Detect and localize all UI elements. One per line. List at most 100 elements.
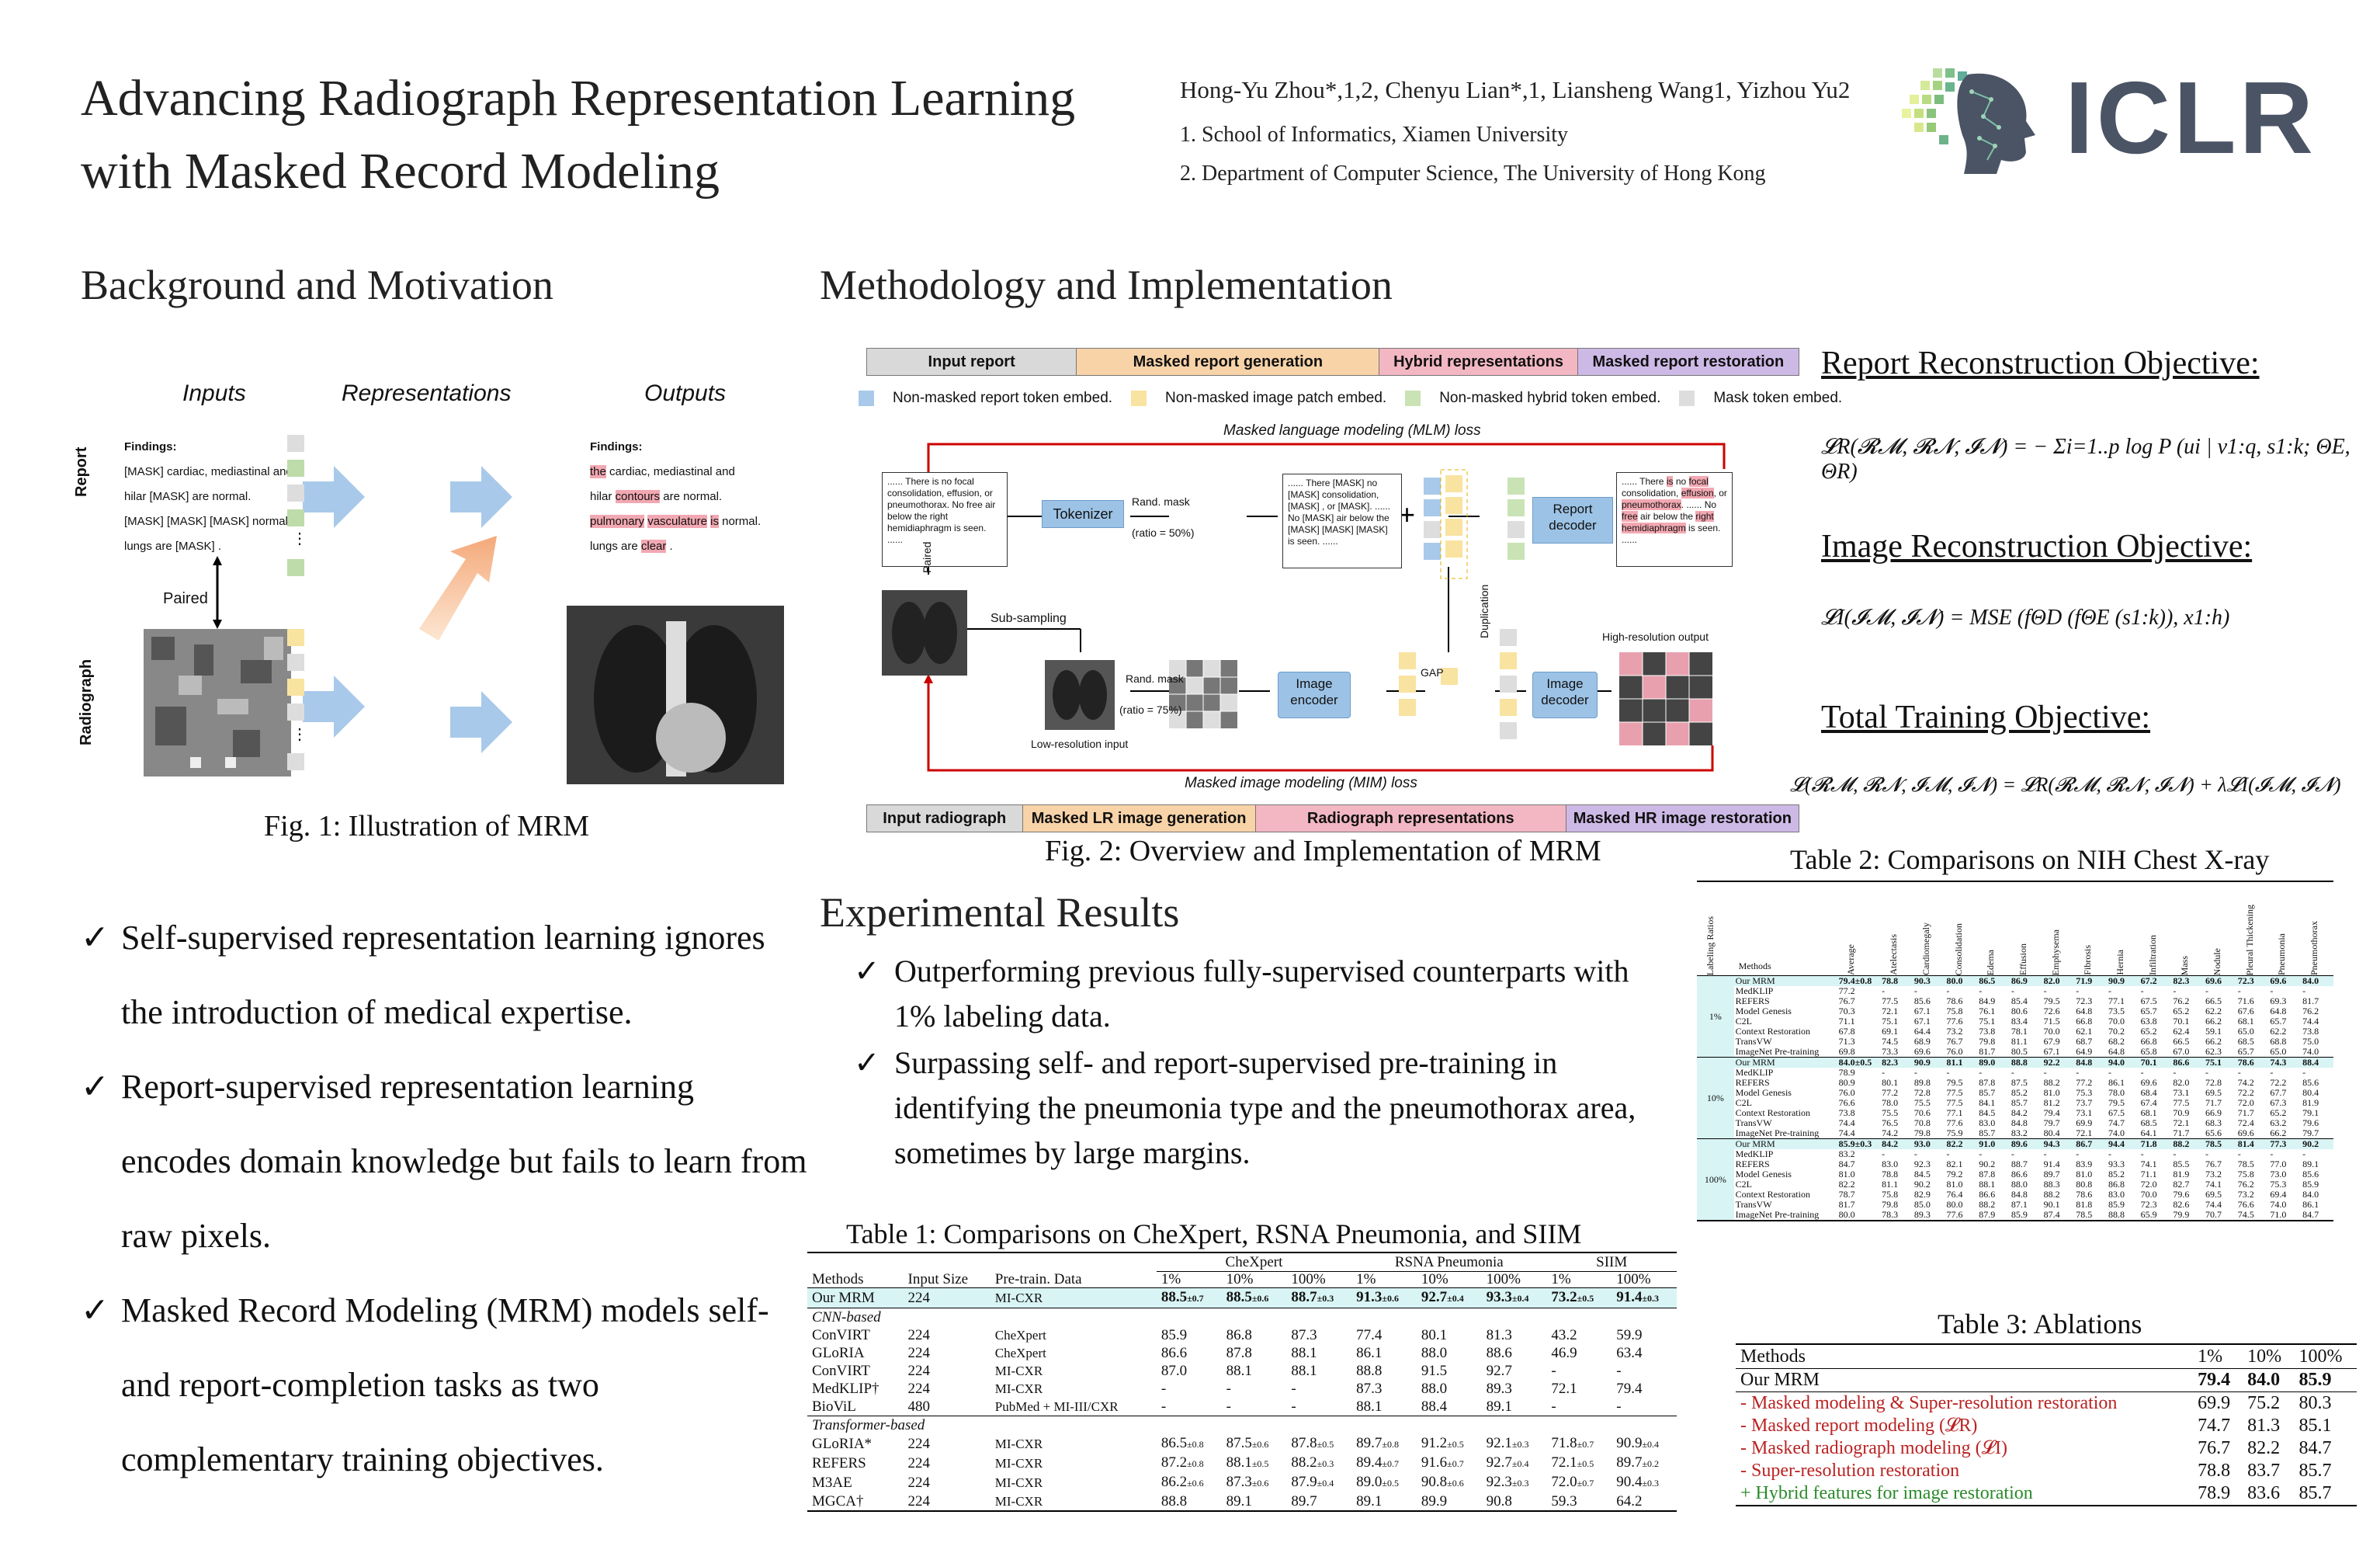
table2-header-cell: Atelectasis [1888, 934, 1899, 975]
restored-report-text: ...... There is no focal consolidation, … [1616, 472, 1733, 567]
table3-header-cell: 100% [2298, 1346, 2343, 1367]
table-cell: - [1161, 1398, 1167, 1415]
table-cell: 88.1 [1291, 1363, 1317, 1379]
table-cell: 74.7 [2198, 1416, 2231, 1436]
table-cell: 73.2 [2237, 1189, 2254, 1200]
table-cell: 59.3 [1551, 1493, 1577, 1510]
table-cell: - [1882, 1148, 1886, 1159]
table-cell: - Super-resolution restoration [1740, 1461, 1960, 1481]
gap-label: GAP [1421, 666, 1444, 679]
table-cell: GLoRIA [812, 1345, 865, 1361]
table-cell: 80.8 [2076, 1179, 2093, 1190]
table-cell: 72.3 [2076, 995, 2093, 1006]
table-cell: 77.2 [1882, 1087, 1899, 1098]
table-cell: 69.1 [1882, 1026, 1899, 1037]
table-cell: 88.0 [1421, 1345, 1448, 1361]
table-cell: 85.7 [2298, 1461, 2332, 1481]
objective-total-title: Total Training Objective: [1821, 700, 2151, 735]
table-cell: - [2011, 1067, 2014, 1078]
rand-mask-report-label: Rand. mask [1132, 495, 1190, 508]
table-cell: 78.8 [1882, 1169, 1899, 1180]
fig1-paired-label: Paired [163, 590, 208, 607]
table-cell: M3AE [812, 1475, 852, 1491]
table-cell: 71.6 [2237, 995, 2254, 1006]
table-cell: 68.3 [2205, 1117, 2222, 1128]
table-cell: 92.7 [1486, 1363, 1512, 1379]
table-cell: 64.4 [1913, 1026, 1931, 1037]
table-cell: 73.2 [1946, 1026, 1963, 1037]
table2-header-cell: Pneumonia [2276, 933, 2288, 975]
table-cell: - [2076, 1067, 2080, 1078]
table-cell: 66.8 [2076, 1016, 2093, 1027]
table-cell: 82.6 [2173, 1199, 2190, 1210]
table-cell: 72.8 [2205, 1077, 2222, 1088]
table-cell: 86.5±0.8 [1161, 1435, 1204, 1451]
method-legend: Non-masked report token embed. Non-maske… [859, 390, 1842, 407]
table-cell: 89.3 [1913, 1209, 1931, 1220]
table-cell: 79.4±0.8 [1838, 975, 1872, 986]
table-cell: 90.8±0.6 [1421, 1474, 1464, 1490]
table-cell: MI-CXR [994, 1364, 1043, 1378]
table-cell: 75.8 [1882, 1189, 1899, 1200]
table-cell: Model Genesis [1735, 1169, 1792, 1180]
affiliation-2: 2. Department of Computer Science, The U… [1180, 162, 1766, 186]
table-cell: 68.5 [2140, 1117, 2157, 1128]
table-cell: 75.8 [2237, 1169, 2254, 1180]
table-cell: 87.8±0.5 [1291, 1435, 1334, 1451]
table-cell: - [2302, 1148, 2306, 1159]
table-cell: 85.0 [1913, 1199, 1931, 1210]
legend-label: Non-masked hybrid token embed. [1439, 390, 1661, 406]
table-cell: 87.4 [2043, 1209, 2060, 1220]
table-cell: 84.0 [2247, 1370, 2281, 1390]
table-cell: 84.7 [1838, 1159, 1855, 1169]
table-cell: - [1551, 1363, 1556, 1379]
findings-line: hilar [MASK] are normal. [124, 490, 252, 503]
findings-label: Findings: [590, 440, 643, 453]
table2-ratio-cell: 100% [1704, 1173, 1726, 1185]
table-cell: 64.9 [2076, 1046, 2093, 1057]
table-cell: 79.4 [2043, 1107, 2060, 1118]
table-cell: 74.5 [1882, 1036, 1899, 1047]
table-cell: GLoRIA* [812, 1436, 873, 1452]
table-cell: 90.4±0.3 [1616, 1474, 1660, 1490]
table-cell: - [1616, 1363, 1622, 1379]
table-cell: 76.2 [2237, 1179, 2254, 1190]
table-cell: 74.4 [1838, 1127, 1855, 1138]
table-cell: 75.3 [2076, 1087, 2093, 1098]
table-cell: 71.5 [2043, 1016, 2060, 1027]
table-cell: 69.4 [2270, 1189, 2287, 1200]
table-cell: 87.0 [1161, 1363, 1188, 1379]
table-cell: REFERS [812, 1455, 866, 1471]
table1-header-cell [904, 1252, 991, 1272]
table-cell: 71.9 [2076, 975, 2093, 986]
table-cell: 88.0 [2011, 1179, 2028, 1190]
iclr-head-logo-icon [1894, 61, 2042, 177]
image-encoder-box: Image encoder [1278, 672, 1351, 718]
table-cell: 75.1 [2205, 1057, 2222, 1068]
table-cell: 79.7 [2043, 1117, 2060, 1128]
table-cell: 74.4 [1838, 1117, 1855, 1128]
table-cell: 67.0 [2173, 1046, 2190, 1057]
table-cell: 85.6 [2302, 1077, 2319, 1088]
table-cell: 224 [907, 1327, 931, 1343]
table-cell: 76.7 [2198, 1438, 2231, 1458]
table-cell: 87.3 [1356, 1381, 1383, 1397]
table-cell: 73.8 [1979, 1026, 1996, 1037]
table-cell: 78.0 [1882, 1097, 1899, 1108]
table-cell: 46.9 [1551, 1345, 1577, 1361]
table-cell: 79.4 [2198, 1370, 2231, 1390]
table-cell: - [2043, 1148, 2047, 1159]
table-cell: 72.2 [2270, 1077, 2287, 1088]
table-cell: 78.6 [1946, 995, 1963, 1006]
table-cell: 90.8 [1486, 1493, 1512, 1510]
table-cell: 74.0 [2108, 1127, 2125, 1138]
table-cell: 90.2 [1979, 1159, 1996, 1169]
table-cell: 80.9 [1838, 1077, 1855, 1088]
table-cell: 88.0 [1421, 1381, 1448, 1397]
